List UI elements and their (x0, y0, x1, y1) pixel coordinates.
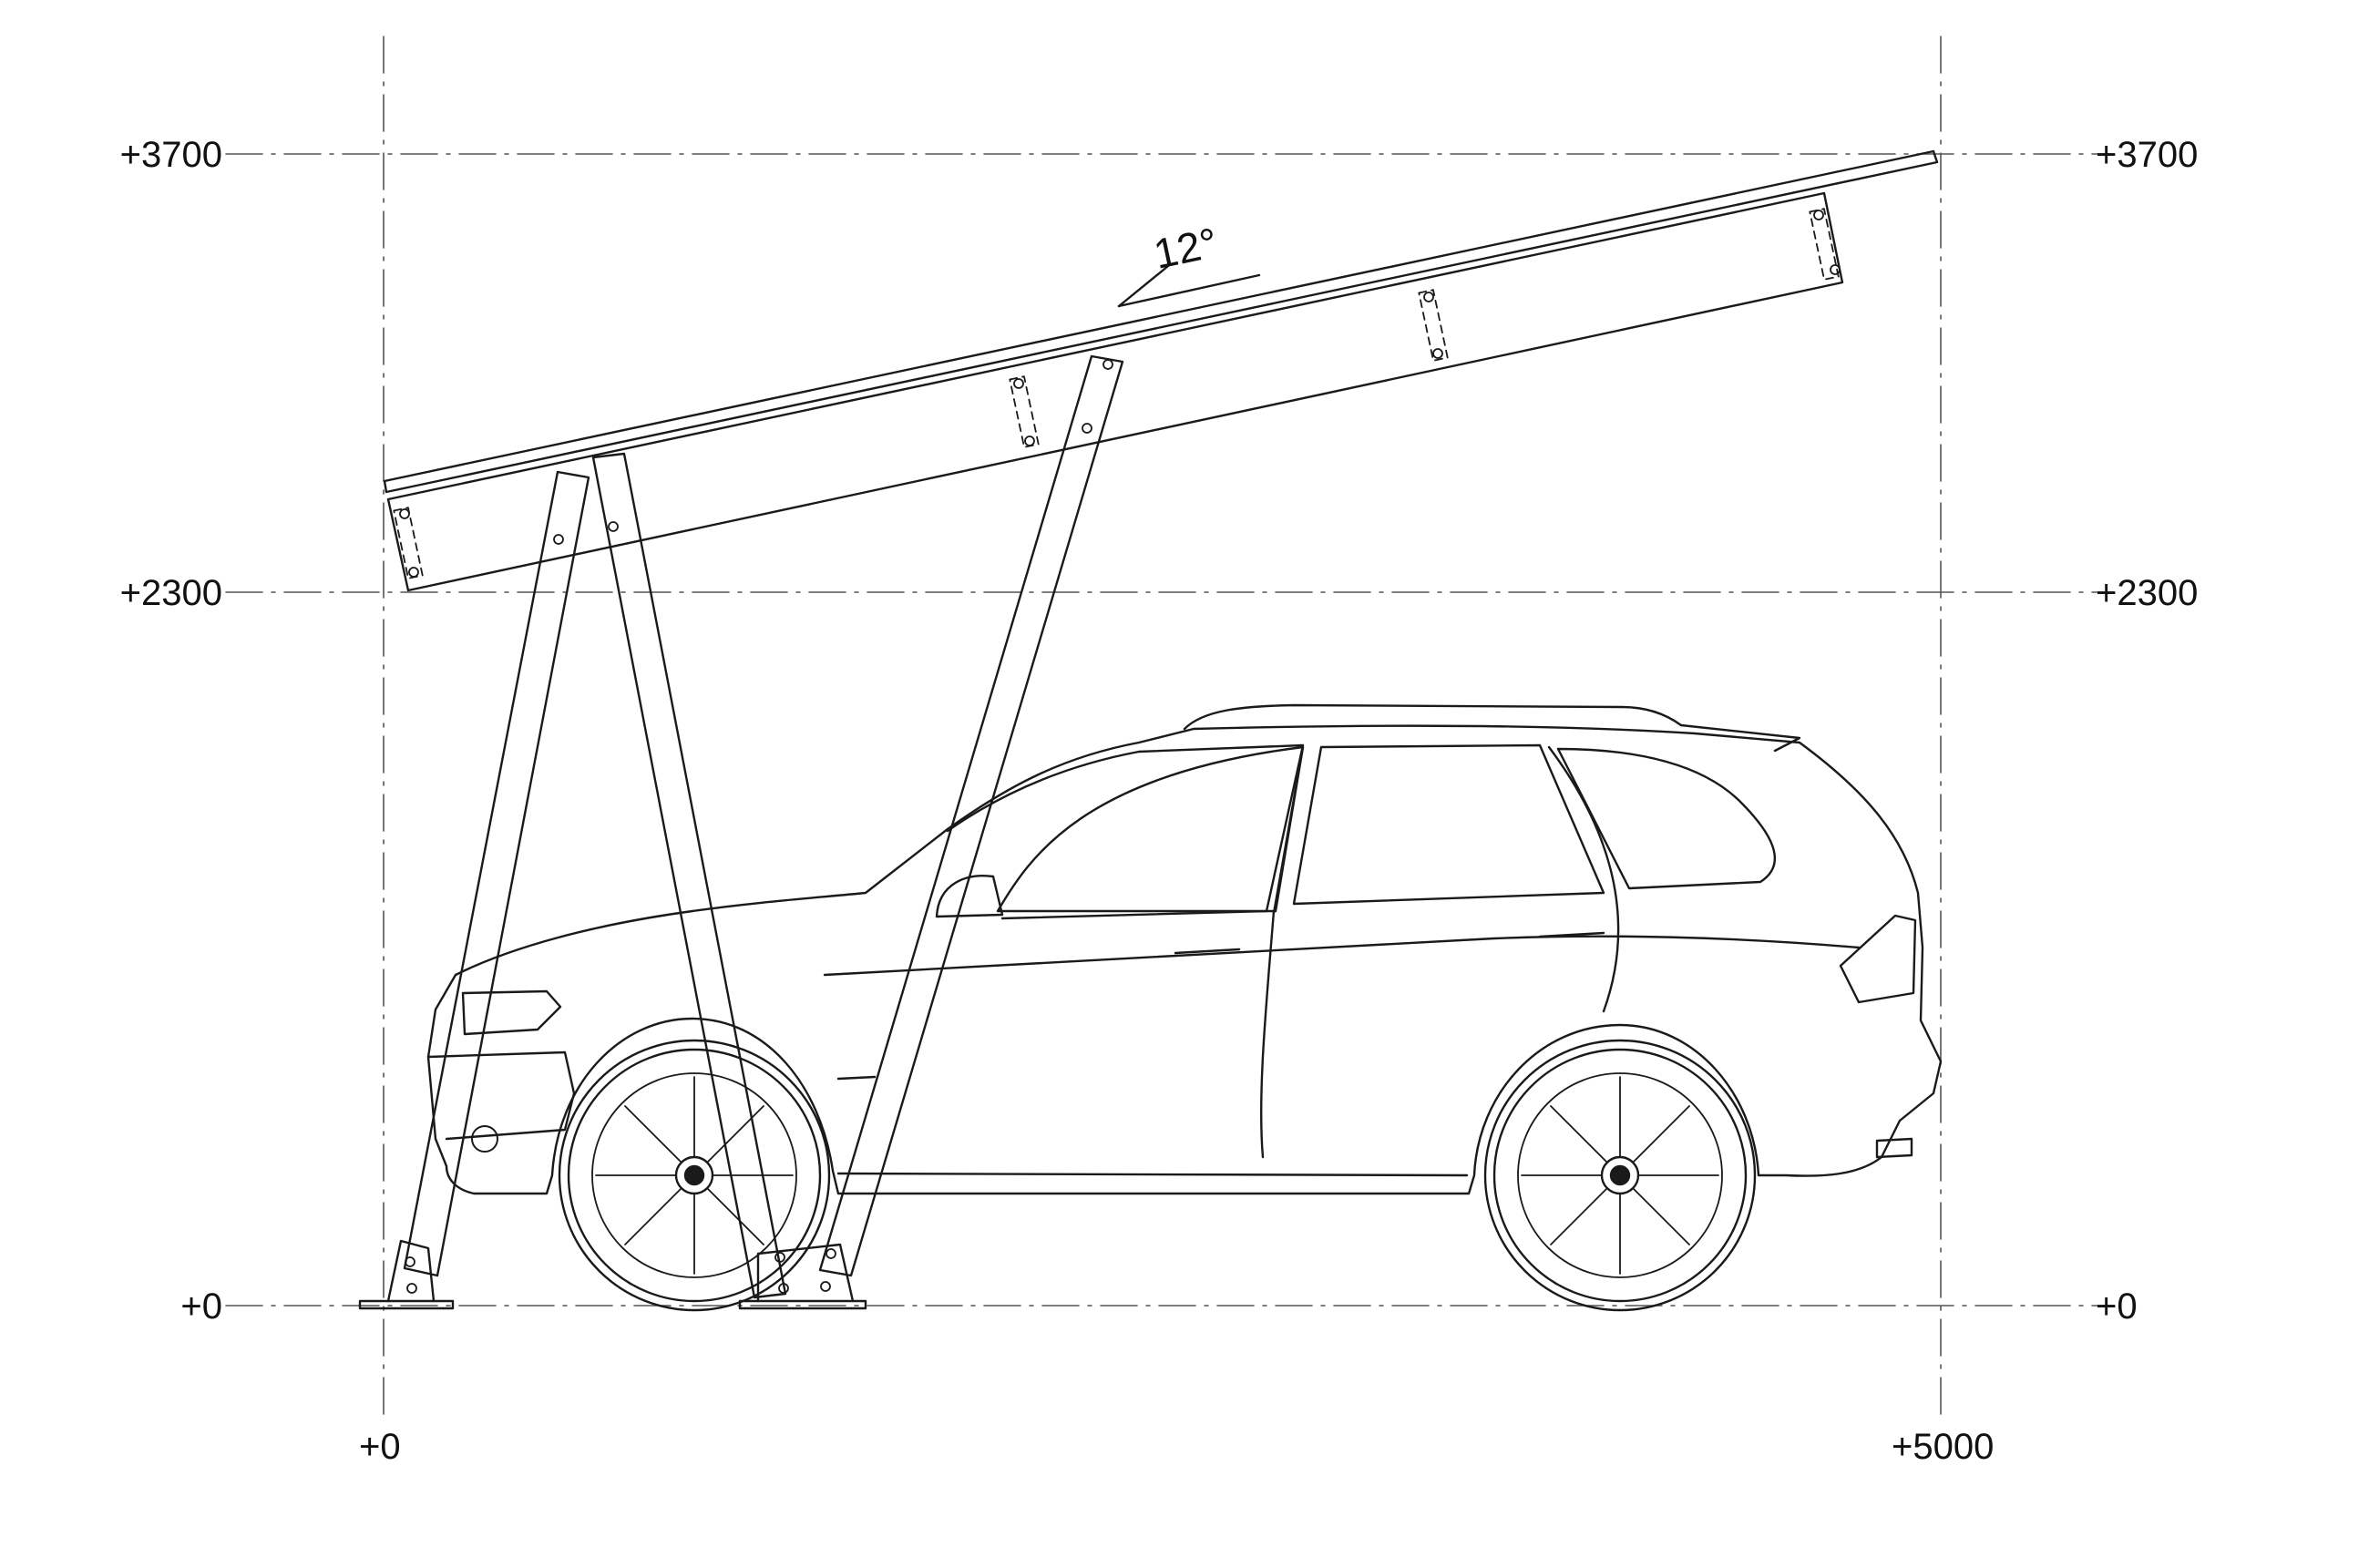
support-posts (403, 354, 1124, 1299)
level-label-mid-right: +2300 (2096, 573, 2199, 613)
level-label-mid-left: +2300 (119, 573, 222, 613)
exhaust (1875, 1137, 1913, 1159)
level-label-ground-right: +0 (2096, 1286, 2138, 1327)
side-marker (836, 1075, 877, 1081)
vehicle (426, 703, 1943, 1195)
front-window (996, 745, 1305, 913)
roof-panel (383, 149, 1939, 592)
rear-quarter-window (1556, 747, 1776, 890)
roof-beam (386, 191, 1844, 592)
level-label-top-left: +3700 (119, 135, 222, 175)
fog-lamp (471, 1125, 498, 1153)
post-front (403, 470, 590, 1277)
shoulder-line (823, 935, 1861, 977)
level-label-top-right: +3700 (2096, 135, 2199, 175)
front-wheel (558, 1039, 831, 1312)
windscreen (946, 743, 1305, 920)
reference-lines (225, 36, 2115, 1418)
post-bases (358, 1239, 867, 1310)
door-handle-rear (1538, 931, 1605, 938)
tail-light (1839, 914, 1917, 1004)
base-bracket-rear (756, 1243, 855, 1303)
sill-line (836, 1172, 1469, 1177)
car-body (426, 724, 1943, 1195)
post-bolts (553, 359, 1113, 545)
horizontal-label-end: +5000 (1892, 1427, 1995, 1467)
car-roof-rail (1183, 703, 1683, 731)
mirror (935, 875, 1004, 918)
rear-wheel (1483, 1039, 1757, 1312)
rear-spoiler (1679, 723, 1801, 753)
bumper-front (426, 1050, 576, 1141)
base-plate-front (358, 1299, 455, 1310)
headlight (461, 989, 562, 1036)
level-label-ground-left: +0 (180, 1286, 222, 1327)
roof-sheet (383, 149, 1939, 494)
post-rear (818, 354, 1124, 1277)
roof-angle-label: 12° (1149, 218, 1222, 278)
base-plate-rear (738, 1299, 867, 1310)
horizontal-label-start: +0 (359, 1427, 401, 1467)
front-door-seam (1259, 909, 1276, 1159)
post-middle (591, 452, 787, 1299)
b-pillar (1272, 745, 1305, 915)
bracket-bolts (399, 210, 1841, 578)
slope-indicator (1117, 264, 1261, 308)
base-bracket-front (386, 1239, 436, 1303)
rear-door-seam (1547, 745, 1620, 1013)
rear-window (1292, 743, 1605, 906)
door-handle-front (1174, 948, 1241, 955)
